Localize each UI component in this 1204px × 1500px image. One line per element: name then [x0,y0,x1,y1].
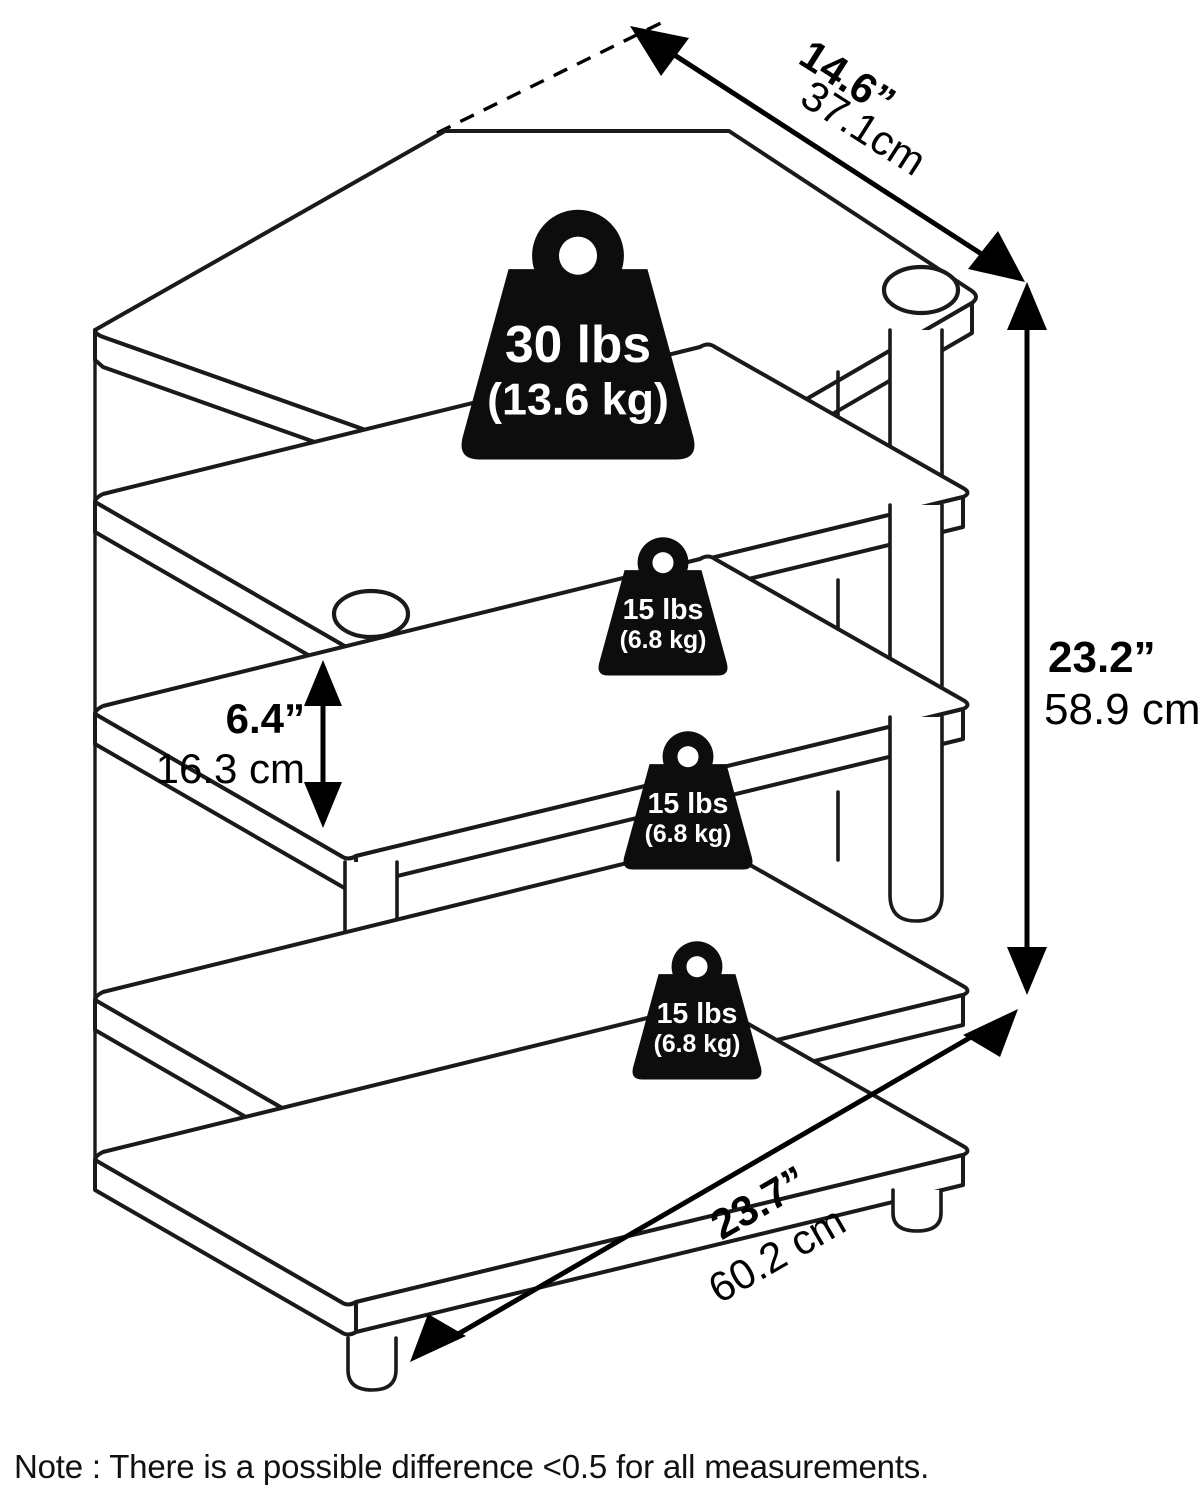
measurement-note: Note : There is a possible difference <0… [14,1448,930,1485]
badge-handle-hole-2 [652,552,674,574]
weight-badge-second-shelf: 15 lbs (6.8 kg) [598,537,728,676]
weight-badge-kg-3: (6.8 kg) [645,821,732,848]
height-arrowhead-bottom [1007,947,1047,995]
shelf-lower-edge-right [354,1153,965,1334]
width-dimension-line [432,1019,999,1351]
dimension-height: 23.2” 58.9 cm [1007,282,1201,995]
weight-badge-kg-2: (6.8 kg) [620,627,707,654]
weight-badge-third-shelf: 15 lbs (6.8 kg) [623,731,753,870]
height-inches-label: 23.2” [1048,633,1156,682]
weight-badge-lbs-1: 30 lbs [505,315,651,373]
shelf-gap-arrowhead-top [304,660,342,706]
depth-dimension-line [657,42,1002,269]
width-arrowhead-left [410,1314,466,1362]
height-metric-label: 58.9 cm [1044,685,1201,734]
post-hole-top-shelf [881,264,961,316]
dimension-shelf-gap: 6.4” 16.3 cm [156,660,342,828]
weight-badge-kg-4: (6.8 kg) [654,1031,741,1058]
width-arrowhead-right [963,1009,1018,1057]
weight-badge-lbs-2: 15 lbs [623,594,704,626]
shelf-gap-inches-label: 6.4” [226,695,305,742]
weight-badge-bottom-shelf: 15 lbs (6.8 kg) [632,941,762,1080]
badge-handle-hole-1 [558,236,598,275]
support-tube-right-3 [888,715,944,923]
weight-badge-top-shelf: 30 lbs (13.6 kg) [461,209,695,460]
height-arrowhead-top [1007,282,1047,330]
badge-handle-hole-3 [677,746,699,768]
depth-arrowhead-upper [630,26,689,76]
foot-right [891,1188,943,1233]
depth-extension-dashed-line [436,19,666,135]
feet [346,1188,943,1392]
shelf-gap-metric-label: 16.3 cm [156,745,305,792]
depth-arrowhead-lower [968,231,1025,282]
post-hole-second-shelf [331,588,411,640]
weight-badge-lbs-4: 15 lbs [657,998,738,1030]
shelf-gap-arrowhead-bottom [304,782,342,828]
weight-badge-lbs-3: 15 lbs [648,788,729,820]
badge-handle-hole-4 [686,956,708,978]
weight-badge-kg-1: (13.6 kg) [487,375,669,425]
foot-front [346,1336,398,1392]
